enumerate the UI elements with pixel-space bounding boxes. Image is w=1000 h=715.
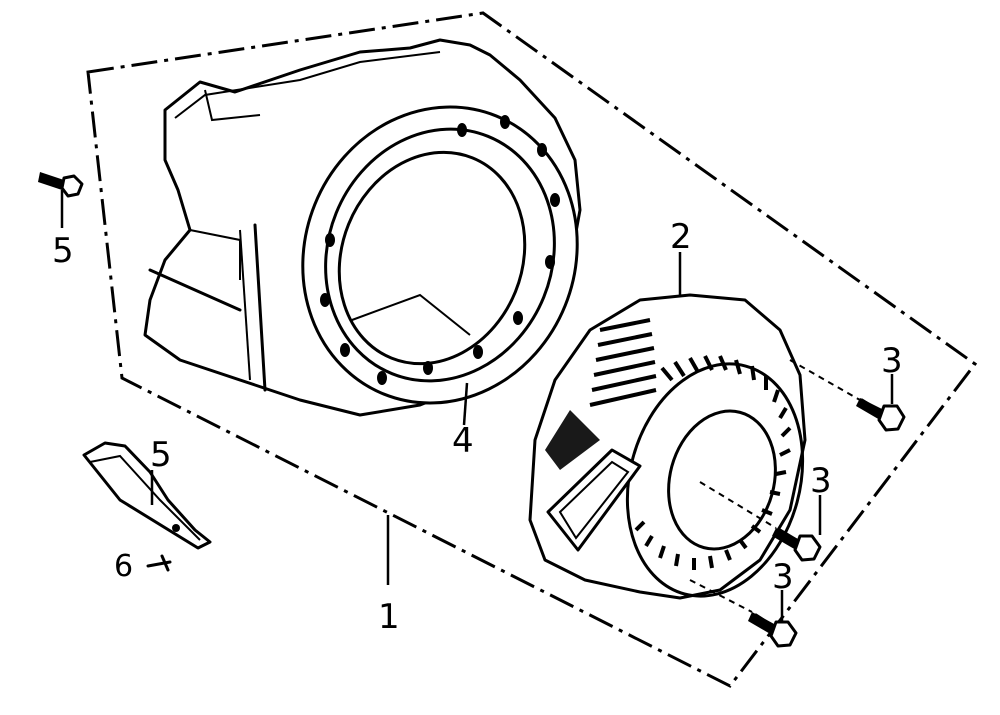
screw-small <box>146 554 172 572</box>
callout-guide-plate: 5 <box>150 435 172 475</box>
callout-assembly: 1 <box>378 597 400 637</box>
bolt-upper <box>856 398 906 432</box>
flange-holes <box>320 115 560 385</box>
recoil-starter <box>528 293 807 600</box>
callout-bolt-lower: 3 <box>772 557 794 597</box>
callout-bolt-upper: 3 <box>881 341 903 381</box>
bolt-middle <box>772 528 822 562</box>
callout-fan-cover: 4 <box>452 421 474 461</box>
guide-plate <box>82 441 212 550</box>
screw-left <box>38 172 84 198</box>
bolt-lower <box>748 612 798 648</box>
callout-recoil-starter: 2 <box>670 217 692 257</box>
callout-screw-left: 5 <box>52 231 74 271</box>
callout-bolt-middle: 3 <box>810 461 832 501</box>
assembly-boundary <box>86 11 978 688</box>
vent-slots <box>589 318 792 570</box>
callout-screw-small: 6 <box>114 549 133 584</box>
leader-lines <box>60 190 894 622</box>
fan-cover <box>143 38 582 417</box>
